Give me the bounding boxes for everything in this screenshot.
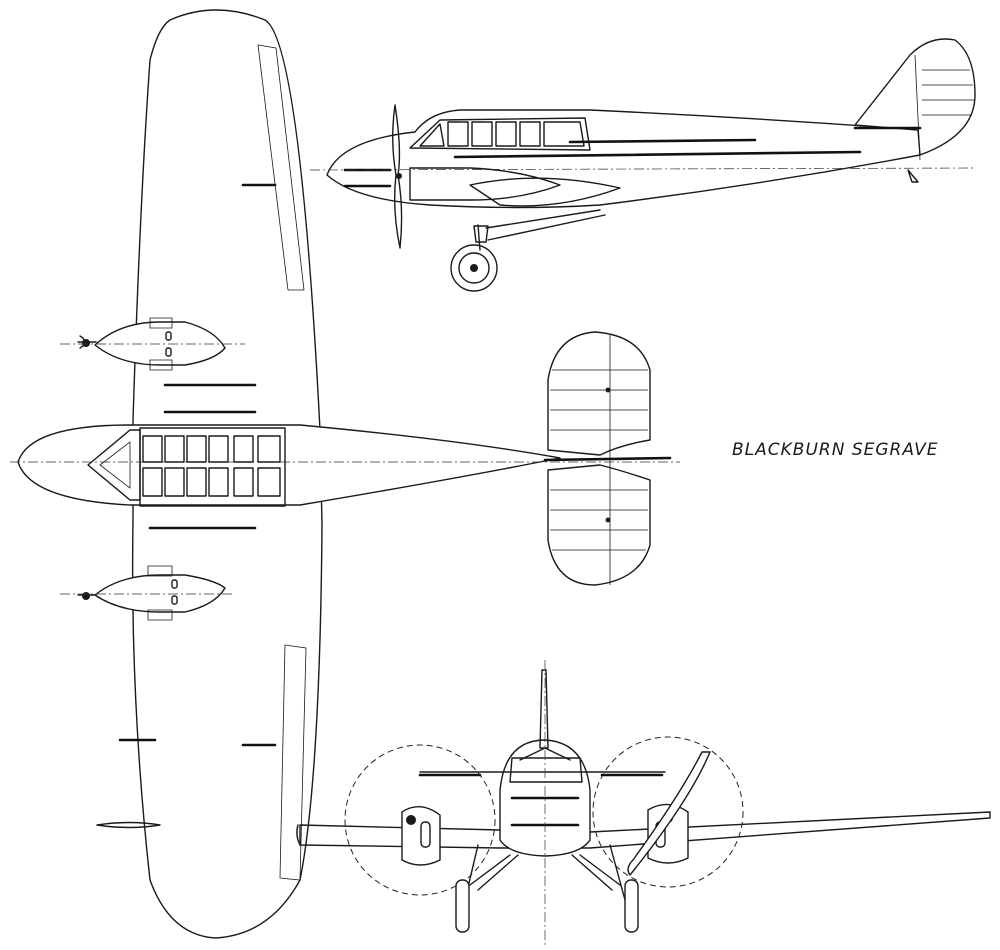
plan-wingtip-lower (96, 821, 161, 829)
side-wing-root (469, 177, 621, 207)
side-cabin-windows (419, 121, 585, 147)
front-propdisc-right (592, 736, 744, 888)
front-wheel-left (455, 879, 470, 933)
side-nacelle (409, 167, 561, 201)
front-propeller-blade (627, 751, 711, 876)
side-tailskid (907, 169, 919, 183)
side-stripe-2 (568, 138, 757, 144)
plan-tailplane-lower (547, 464, 651, 586)
side-fuselage (326, 109, 921, 209)
front-wheel-right (624, 879, 639, 933)
plan-cabin-windows (139, 427, 286, 507)
side-stripe-1 (453, 150, 862, 159)
front-fin (539, 669, 549, 749)
side-propeller (392, 104, 403, 249)
plan-wing-outline (131, 9, 323, 939)
front-nacelle-left (401, 806, 441, 866)
front-gear-right (571, 844, 626, 901)
front-nacelle-right (627, 751, 711, 876)
side-wheel (450, 244, 498, 292)
plan-fuselage (17, 424, 561, 506)
plan-nacelle-upper (60, 317, 245, 371)
plan-tailplane-upper (547, 331, 651, 456)
drawing-title: BLACKBURN SEGRAVE (732, 440, 939, 460)
side-cabin (409, 117, 591, 151)
side-fin (854, 38, 976, 156)
plan-fin (543, 456, 672, 462)
plan-nacelle-lower (60, 565, 235, 621)
front-gear-left (464, 844, 519, 901)
plan-aileron-top (257, 44, 305, 291)
plan-aileron-bottom (279, 644, 307, 881)
front-propdisc-left (344, 744, 496, 896)
